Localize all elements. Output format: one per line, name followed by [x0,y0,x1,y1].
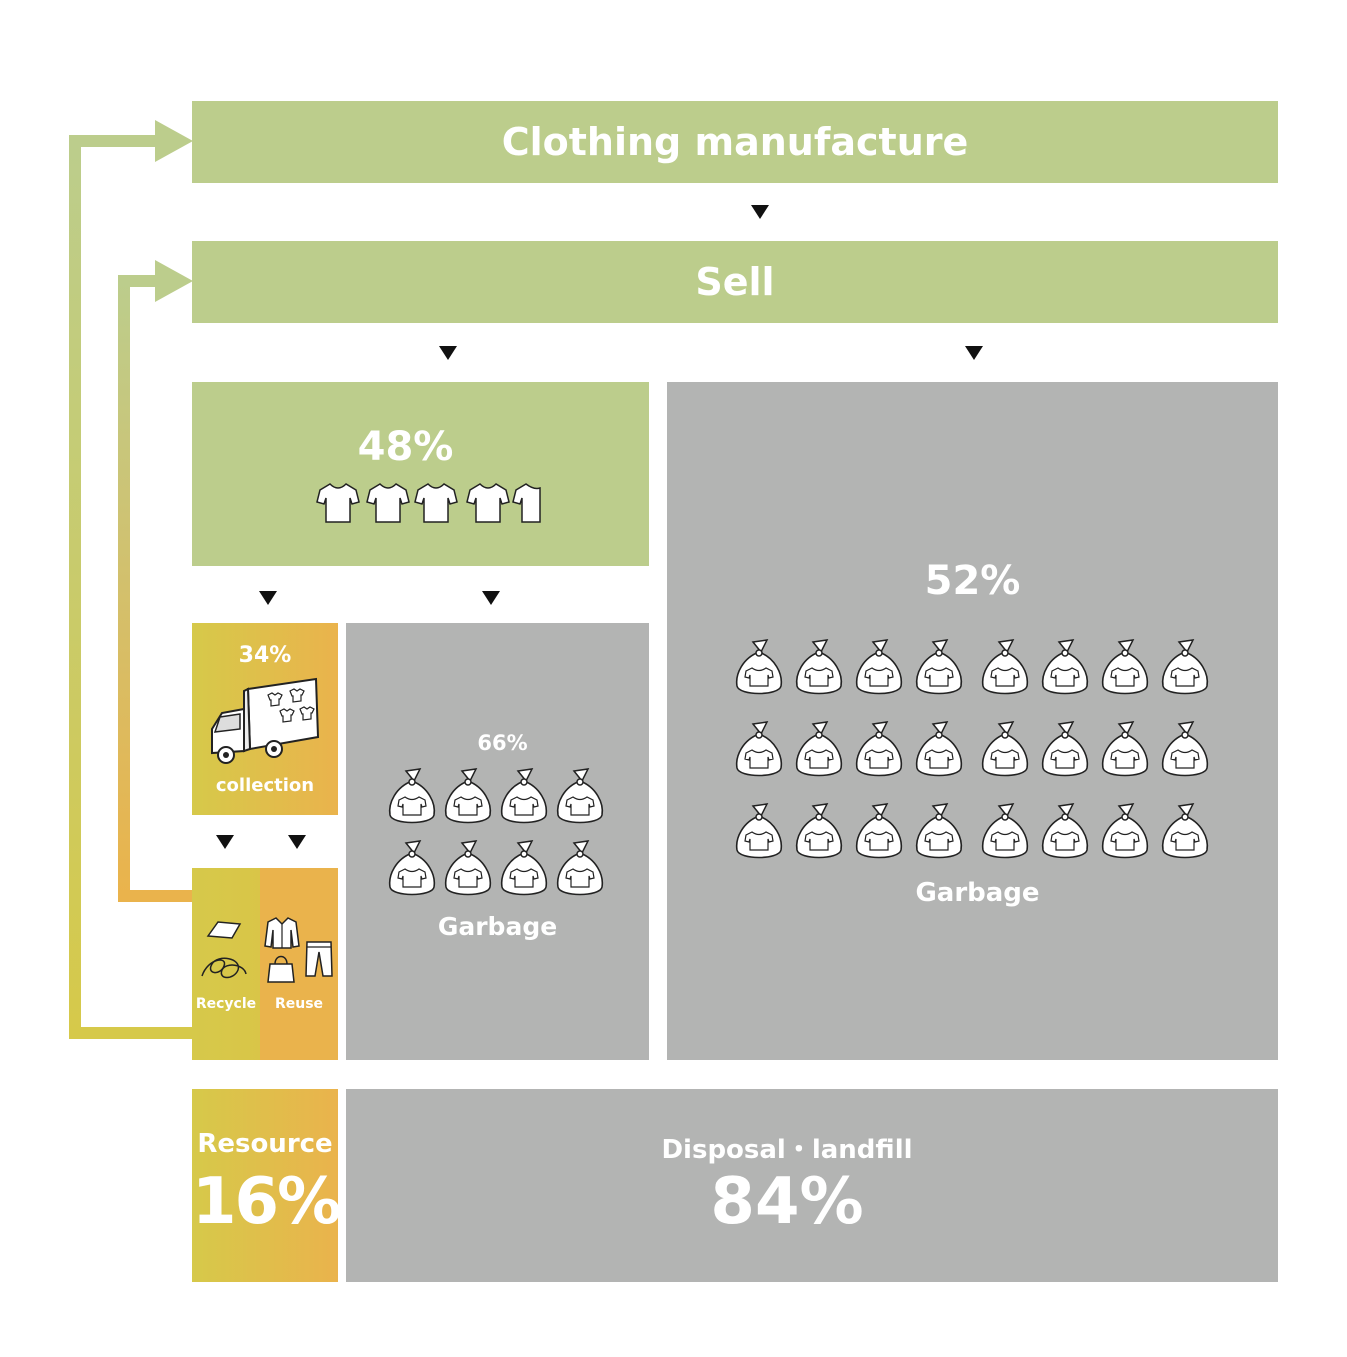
resource-box: Resource 16% [192,1089,338,1282]
household-garbage-label: Garbage [437,912,558,941]
sell-label: Sell [695,260,775,304]
shirt-icon-row [316,482,546,528]
garbage-bag-icon [1041,639,1089,695]
garbage-bag-icon [1161,803,1209,859]
bag-icon [267,955,295,983]
reuse-box: Reuse [260,868,338,1060]
resource-label: Resource [197,1129,333,1159]
garbage-bag-icon [981,639,1029,695]
kept-percent: 48% [357,424,454,470]
discarded-garbage-label: Garbage [915,878,1040,908]
collection-box: 34% collection [192,623,338,815]
resource-percent: 16% [192,1165,338,1239]
garbage-bag-icon [795,803,843,859]
recycle-box: Recycle [192,868,260,1060]
down-arrow [259,591,277,605]
garbage-bag-icon [500,840,548,896]
fabric-scrap-icon [206,921,242,939]
garbage-bag-icon [444,840,492,896]
garbage-bag-icon [981,721,1029,777]
down-arrow [482,591,500,605]
shirt-icon [316,483,360,523]
garbage-bag-icon [735,803,783,859]
kept-box: 48% [192,382,649,566]
garbage-bag-grid [386,767,610,901]
down-arrow [288,835,306,849]
garbage-bag-icon [915,639,963,695]
half-shirt-icon [512,483,541,523]
collection-label: collection [215,775,315,796]
garbage-bag-icon [1101,639,1149,695]
trousers-icon [305,941,333,977]
sell-stage: Sell [192,241,1278,323]
garbage-bag-icon [556,768,604,824]
disposal-box: Disposal・landfill 84% [346,1089,1278,1282]
garbage-bag-icon [1161,721,1209,777]
down-arrow [751,205,769,219]
garbage-bag-icon [556,840,604,896]
clothing-manufacture-label: Clothing manufacture [501,120,969,164]
garbage-bag-icon [1101,721,1149,777]
disposal-percent: 84% [710,1165,864,1239]
garbage-bag-icon [735,639,783,695]
garbage-bag-icon [855,639,903,695]
shirt-icon [366,483,410,523]
disposal-label: Disposal・landfill [661,1135,913,1165]
reuse-to-sell-arrow [118,260,193,902]
garbage-bag-icon [981,803,1029,859]
recycle-label: Recycle [195,996,257,1012]
garbage-bag-icon [444,768,492,824]
household-garbage-percent: 66% [477,731,528,755]
garbage-bag-icon [388,840,436,896]
garbage-bag-icon [855,721,903,777]
fiber-thread-icon [201,957,247,979]
discarded-percent: 52% [924,558,1021,604]
garbage-bag-grid [733,638,1213,873]
garbage-bag-icon [915,803,963,859]
garbage-bag-icon [500,768,548,824]
jacket-icon [264,917,300,949]
collection-percent: 34% [238,643,292,668]
reuse-label: Reuse [274,996,324,1012]
garbage-bag-icon [1161,639,1209,695]
down-arrow [216,835,234,849]
garbage-bag-icon [795,639,843,695]
clothing-manufacture-stage: Clothing manufacture [192,101,1278,183]
truck-icon [211,677,320,764]
garbage-bag-icon [1101,803,1149,859]
shirt-icon [414,483,458,523]
garbage-bag-icon [795,721,843,777]
down-arrow [965,346,983,360]
recycle-to-manufacture-arrow [69,120,193,1039]
household-garbage-box: 66% Garbage [346,623,649,1060]
garbage-bag-icon [915,721,963,777]
garbage-bag-icon [1041,803,1089,859]
down-arrow [439,346,457,360]
discarded-box: 52% Garbage [667,382,1278,1060]
garbage-bag-icon [388,768,436,824]
garbage-bag-icon [735,721,783,777]
shirt-icon [466,483,510,523]
garbage-bag-icon [855,803,903,859]
garbage-bag-icon [1041,721,1089,777]
